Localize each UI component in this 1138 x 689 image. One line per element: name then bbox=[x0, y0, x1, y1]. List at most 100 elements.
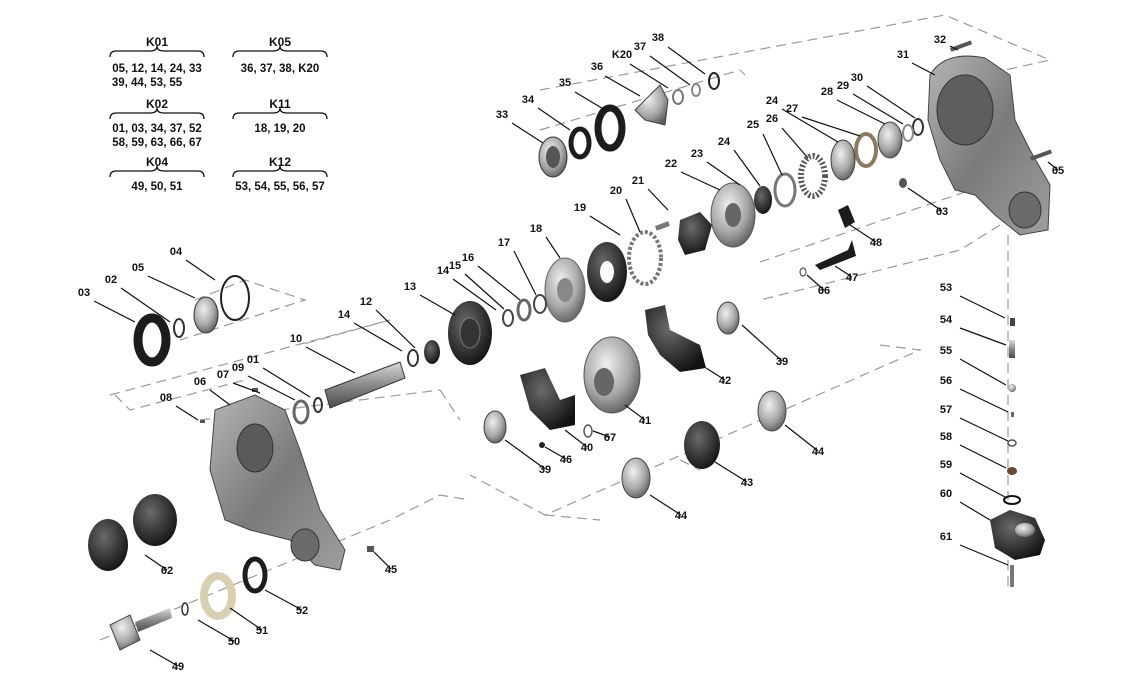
callout: 02 bbox=[105, 274, 171, 323]
gear-43 bbox=[684, 421, 720, 469]
callout: 23 bbox=[691, 148, 741, 186]
callout: 35 bbox=[559, 77, 606, 111]
ring-01 bbox=[313, 397, 323, 413]
callout-number: 44 bbox=[675, 510, 688, 522]
callout: 63 bbox=[907, 187, 948, 218]
callout-number: 10 bbox=[290, 333, 302, 345]
plug-45 bbox=[367, 546, 374, 552]
housing-bore bbox=[290, 528, 320, 562]
callout-number: 23 bbox=[691, 148, 703, 160]
callout-number: 18 bbox=[530, 223, 542, 235]
o-ring-67 bbox=[583, 424, 593, 438]
flange-shaft bbox=[135, 608, 172, 632]
callout: 05 bbox=[132, 262, 196, 299]
callout-number: 66 bbox=[818, 285, 830, 297]
callout: 09 bbox=[232, 362, 296, 401]
callout-leader-line bbox=[604, 75, 641, 97]
callout: 55 bbox=[940, 345, 1007, 386]
ring-26 bbox=[798, 153, 828, 199]
callout-number: 05 bbox=[132, 262, 144, 274]
front-housing-06 bbox=[209, 394, 346, 571]
part-58 bbox=[1007, 467, 1017, 475]
part-56 bbox=[1011, 412, 1014, 417]
callout: 13 bbox=[404, 281, 456, 316]
callout-leader-line bbox=[175, 405, 199, 421]
assembly-guides bbox=[99, 14, 1052, 641]
callout-number: 15 bbox=[449, 260, 461, 272]
shift-rod-47 bbox=[815, 240, 856, 270]
callout: 65 bbox=[1047, 161, 1064, 177]
callout-leader-line bbox=[305, 346, 356, 374]
callout-leader-line bbox=[1047, 161, 1059, 171]
callout: 06 bbox=[194, 376, 231, 406]
kit-title: K05 bbox=[269, 35, 291, 49]
callout-leader-line bbox=[649, 55, 691, 86]
callout: K20 bbox=[612, 49, 669, 89]
actuator-60 bbox=[990, 510, 1045, 560]
callout-number: 28 bbox=[821, 86, 833, 98]
kit-items-line: 49, 50, 51 bbox=[131, 181, 183, 193]
callout-number: K20 bbox=[612, 49, 632, 61]
actuator-cap bbox=[1015, 523, 1035, 537]
kit-k04: K04 49, 50, 51 bbox=[109, 155, 205, 193]
callout-leader-line bbox=[714, 461, 748, 483]
flange-49 bbox=[109, 614, 141, 651]
plug-46 bbox=[539, 442, 545, 448]
callout-leader-line bbox=[452, 278, 497, 311]
callout-leader-line bbox=[801, 116, 861, 137]
callout: 59 bbox=[940, 459, 1006, 498]
callout-leader-line bbox=[959, 544, 1009, 566]
callout: 33 bbox=[496, 109, 544, 144]
callout-leader-line bbox=[93, 300, 136, 323]
callout-number: 54 bbox=[940, 314, 953, 326]
callout-number: 36 bbox=[591, 61, 603, 73]
callout: 49 bbox=[149, 649, 184, 673]
callout-number: 46 bbox=[560, 454, 572, 466]
callout-number: 24 bbox=[766, 95, 779, 107]
callout-leader-line bbox=[247, 375, 296, 401]
bearing-bore bbox=[546, 146, 560, 168]
bracket-42 bbox=[645, 305, 706, 372]
callout-number: 58 bbox=[940, 431, 952, 443]
callout: 60 bbox=[940, 488, 991, 521]
callout-leader-line bbox=[624, 404, 646, 421]
callout-leader-line bbox=[836, 99, 886, 125]
callout: 32 bbox=[934, 34, 959, 51]
callout-leader-line bbox=[849, 224, 877, 243]
cover-62 bbox=[133, 494, 177, 546]
callout-number: 13 bbox=[404, 281, 416, 293]
kit-items-line: 39, 44, 53, 55 bbox=[112, 77, 183, 89]
callout: 25 bbox=[747, 119, 783, 176]
kit-items-line: 18, 19, 20 bbox=[254, 123, 305, 135]
callout: 56 bbox=[940, 375, 1009, 413]
callout-leader-line bbox=[625, 198, 641, 233]
cage-22 bbox=[678, 212, 712, 255]
callout-number: 44 bbox=[812, 446, 825, 458]
o-ring-59 bbox=[1003, 495, 1021, 505]
callout: 44 bbox=[784, 424, 825, 458]
callout-leader-line bbox=[949, 45, 959, 51]
callout-number: 03 bbox=[78, 287, 90, 299]
callout-leader-line bbox=[537, 107, 571, 131]
housing-bore bbox=[936, 74, 994, 146]
seal-52 bbox=[242, 556, 268, 594]
callout: 30 bbox=[851, 72, 916, 119]
callout-number: 60 bbox=[940, 488, 952, 500]
callout-number: 14 bbox=[338, 309, 351, 321]
kit-title: K01 bbox=[146, 35, 168, 49]
callout: 16 bbox=[462, 252, 521, 301]
callout: 03 bbox=[78, 287, 136, 323]
callout: 19 bbox=[574, 202, 621, 236]
callout: 57 bbox=[940, 404, 1009, 442]
callout-leader-line bbox=[866, 85, 916, 119]
ring-51 bbox=[200, 572, 236, 620]
callout-number: 49 bbox=[172, 661, 184, 673]
bearing-05 bbox=[193, 296, 219, 334]
callout-number: 34 bbox=[522, 94, 535, 106]
callout-leader-line bbox=[544, 446, 567, 460]
callout-number: 32 bbox=[934, 34, 946, 46]
callout-number: 20 bbox=[610, 185, 622, 197]
plate-bore bbox=[557, 278, 573, 302]
callout-leader-line bbox=[959, 472, 1006, 498]
part-54 bbox=[1009, 340, 1015, 358]
